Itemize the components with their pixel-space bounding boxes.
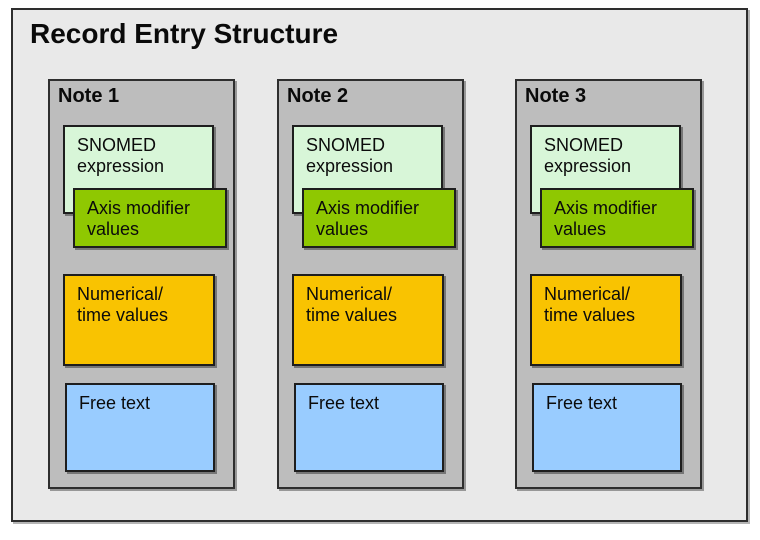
numerical-time-values-box: Numerical/ time values xyxy=(63,274,215,366)
record-entry-structure-diagram: Record Entry Structure Note 1 SNOMED exp… xyxy=(11,8,748,522)
axis-modifier-values-box: Axis modifier values xyxy=(73,188,227,248)
free-text-box: Free text xyxy=(294,383,444,472)
note-panel-2: Note 2 SNOMED expression Axis modifier v… xyxy=(277,79,464,489)
note-3-title: Note 3 xyxy=(525,85,587,107)
diagram-title: Record Entry Structure xyxy=(30,18,339,49)
note-2-title: Note 2 xyxy=(287,85,349,107)
axis-modifier-values-box: Axis modifier values xyxy=(540,188,694,248)
axis-modifier-values-box: Axis modifier values xyxy=(302,188,456,248)
note-1-title: Note 1 xyxy=(58,85,120,107)
free-text-box: Free text xyxy=(532,383,682,472)
numerical-time-values-box: Numerical/ time values xyxy=(530,274,682,366)
note-panel-1: Note 1 SNOMED expression Axis modifier v… xyxy=(48,79,235,489)
free-text-box: Free text xyxy=(65,383,215,472)
note-panel-3: Note 3 SNOMED expression Axis modifier v… xyxy=(515,79,702,489)
numerical-time-values-box: Numerical/ time values xyxy=(292,274,444,366)
